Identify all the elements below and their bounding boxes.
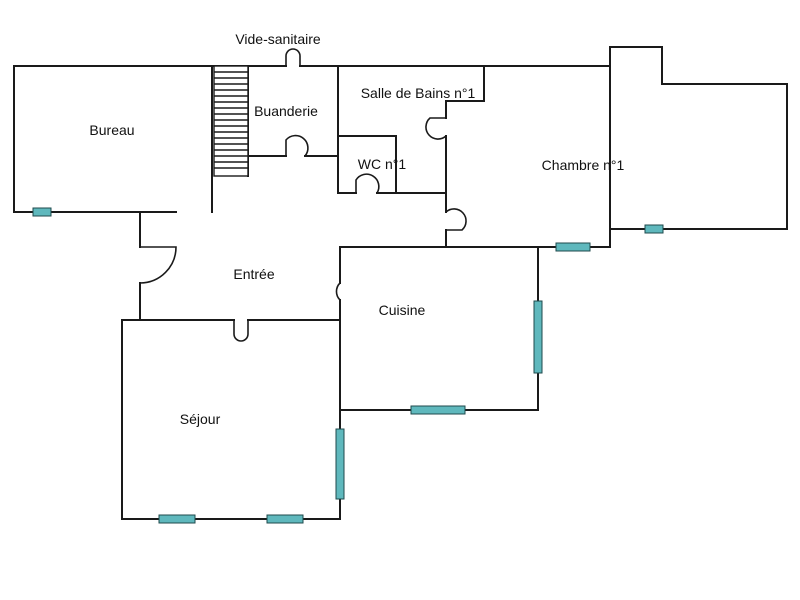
door-entree bbox=[139, 246, 177, 284]
doors bbox=[139, 48, 467, 342]
door-wc bbox=[355, 173, 380, 194]
door-buanderie bbox=[285, 134, 309, 157]
door-sejour bbox=[233, 320, 249, 342]
room-label-chambre: Chambre n°1 bbox=[542, 157, 625, 173]
door-cuisine bbox=[335, 282, 341, 301]
window-chambre-bottom bbox=[555, 242, 591, 252]
wall-chambre-top bbox=[483, 46, 788, 230]
wall-sdb-bottom bbox=[337, 135, 447, 194]
door-salle-de-bains bbox=[425, 117, 447, 140]
staircase-frame bbox=[213, 65, 249, 177]
window-chambre-right bbox=[644, 224, 664, 234]
room-label-salle-de-bains: Salle de Bains n°1 bbox=[361, 85, 476, 101]
door-chambre bbox=[445, 208, 467, 231]
room-label-bureau: Bureau bbox=[89, 122, 134, 138]
room-label-vide-sanitaire: Vide-sanitaire bbox=[235, 31, 321, 47]
window-cuisine-bottom bbox=[410, 405, 466, 415]
door-vide-sanitaire bbox=[285, 48, 301, 66]
wall-sejour bbox=[121, 319, 341, 520]
room-label-cuisine: Cuisine bbox=[379, 302, 426, 318]
window-sejour-bottom-right bbox=[266, 514, 304, 524]
wall-bureau bbox=[13, 65, 213, 213]
room-label-entree: Entrée bbox=[233, 266, 274, 282]
windows bbox=[32, 207, 664, 524]
wall-cuisine bbox=[339, 246, 539, 411]
window-cuisine-right bbox=[533, 300, 543, 374]
walls bbox=[13, 46, 788, 520]
window-sejour-bottom-left bbox=[158, 514, 196, 524]
room-labels: Vide-sanitaire Buanderie Salle de Bains … bbox=[89, 31, 624, 427]
wall-sdb-right bbox=[445, 65, 485, 248]
window-bureau bbox=[32, 207, 52, 217]
room-label-sejour: Séjour bbox=[180, 411, 221, 427]
window-sejour-right bbox=[335, 428, 345, 500]
room-label-wc: WC n°1 bbox=[358, 156, 407, 172]
room-label-buanderie: Buanderie bbox=[254, 103, 318, 119]
staircase bbox=[213, 65, 249, 177]
